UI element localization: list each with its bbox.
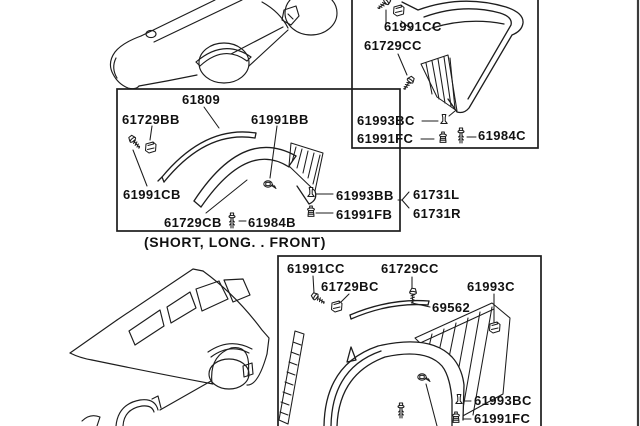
part-label-61991cc-lower: 61991CC bbox=[287, 261, 345, 276]
rear-lower-flare-art bbox=[278, 299, 511, 426]
part-label-61984b: 61984B bbox=[248, 215, 296, 230]
clip-icon bbox=[488, 321, 501, 334]
part-label-61993bb: 61993BB bbox=[336, 188, 394, 203]
part-label-61991fc-upper: 61991FC bbox=[357, 131, 413, 146]
vehicle-front-outline bbox=[109, 0, 338, 90]
front-trim-box bbox=[116, 88, 401, 232]
part-label-61729cc-upper: 61729CC bbox=[364, 38, 422, 53]
part-label-61991fc-lower: 61991FC bbox=[474, 411, 530, 426]
part-label-61729bb: 61729BB bbox=[122, 112, 180, 127]
clip-icon bbox=[144, 141, 157, 154]
part-label-69562: 69562 bbox=[432, 300, 470, 315]
part-label-61729bc: 61729BC bbox=[321, 279, 379, 294]
screw-icon bbox=[126, 133, 143, 151]
part-label-61991cb: 61991CB bbox=[123, 187, 181, 202]
part-label-61993c: 61993C bbox=[467, 279, 515, 294]
part-label-61729cb: 61729CB bbox=[164, 215, 222, 230]
trim-plug-icon bbox=[440, 113, 448, 125]
part-label-61984c: 61984C bbox=[478, 128, 526, 143]
part-label-61731r: 61731R bbox=[413, 206, 461, 221]
part-label-61729cc-lower: 61729CC bbox=[381, 261, 439, 276]
rear-upper-trim-box bbox=[351, 0, 539, 149]
rear-upper-leaders bbox=[385, 9, 477, 140]
diagram-caption: (SHORT, LONG. . FRONT) bbox=[144, 234, 326, 250]
clip-icon bbox=[392, 4, 405, 17]
clip-icon bbox=[330, 300, 343, 313]
part-label-61993bc-upper: 61993BC bbox=[357, 113, 415, 128]
lr-bracket bbox=[397, 191, 410, 209]
screw-grommet-icon bbox=[439, 131, 447, 143]
front-leaders bbox=[132, 106, 334, 222]
part-label-61991cc-upper: 61991CC bbox=[384, 19, 442, 34]
hex-bolt-icon bbox=[263, 180, 277, 190]
part-label-61809: 61809 bbox=[182, 92, 220, 107]
vehicle-rear-outline bbox=[69, 268, 270, 426]
rear-lower-leaders bbox=[312, 275, 495, 426]
rear-lower-trim-box bbox=[277, 255, 542, 426]
part-label-61991bb: 61991BB bbox=[251, 112, 309, 127]
rear-upper-flare-art bbox=[401, 0, 524, 114]
part-label-61731l: 61731L bbox=[413, 187, 460, 202]
front-flare-art bbox=[157, 131, 324, 208]
screw-icon bbox=[375, 0, 393, 12]
push-rivet-icon bbox=[228, 212, 236, 229]
screw-icon bbox=[400, 74, 416, 92]
push-rivet-icon bbox=[457, 127, 465, 144]
screw-grommet-icon bbox=[307, 205, 315, 217]
part-label-61991fb: 61991FB bbox=[336, 207, 392, 222]
part-label-61993bc-lower: 61993BC bbox=[474, 393, 532, 408]
